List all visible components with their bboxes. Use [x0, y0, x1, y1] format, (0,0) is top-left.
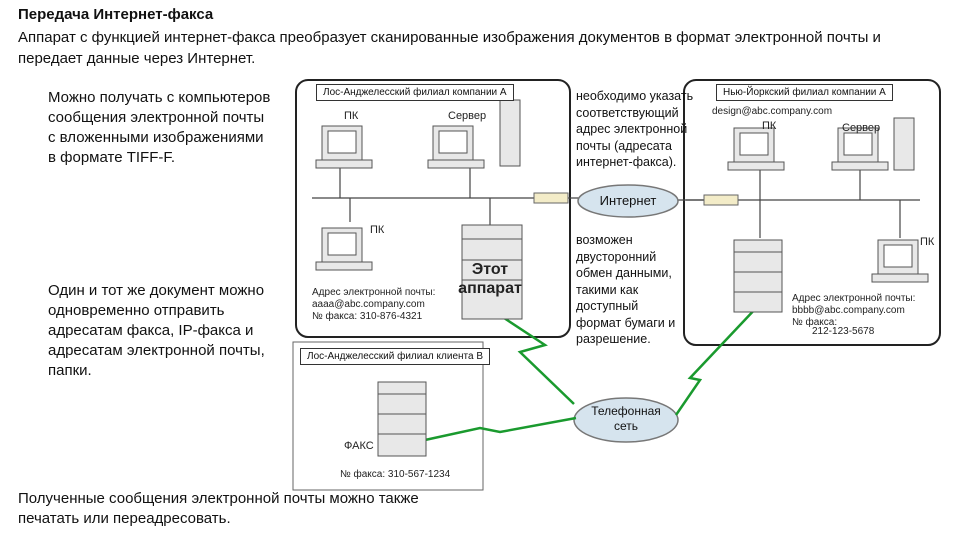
- la-email: aaaa@abc.company.com: [312, 299, 425, 310]
- phone-network-cloud: [573, 397, 679, 443]
- receive-description: Можно получать с компьютеров сообщения э…: [48, 89, 271, 166]
- intro-text: Аппарат с функцией интернет-факса преобр…: [18, 29, 881, 67]
- internet-label: Интернет: [599, 193, 657, 208]
- ny-branch-label: Нью-Йоркский филиал компании А: [716, 84, 893, 101]
- ny-fax-number: 212-123-5678: [812, 326, 875, 337]
- this-apparatus-device: [461, 224, 523, 320]
- this-apparatus-label: Этот аппарат: [458, 261, 522, 297]
- la-pc2-label: ПК: [370, 224, 385, 236]
- ny-server: [831, 117, 915, 171]
- client-b-fax-label: ФАКС: [344, 440, 374, 452]
- ny-email-top: design@abc.company.com: [712, 106, 833, 117]
- la-address-line: Адрес электронной почты:: [312, 287, 436, 298]
- la-branch-label: Лос-Анджелесский филиал компании А: [316, 84, 514, 101]
- ny-email: bbbb@abc.company.com: [792, 305, 905, 316]
- client-b-fax-number: № факса: 310-567-1234: [340, 469, 451, 480]
- send-description: Один и тот же документ можно одновременн…: [48, 282, 265, 379]
- ny-fax-line: № факса:: [792, 317, 838, 328]
- internet-cloud: [577, 184, 679, 218]
- print-description: Полученные сообщения электронной почты м…: [18, 490, 419, 527]
- address-note: необходимо указать соответствующий адрес…: [576, 89, 694, 169]
- client-b-fax-device: [377, 381, 427, 457]
- ny-pc2-label: ПК: [920, 236, 935, 248]
- ny-pc-2: [871, 239, 929, 283]
- ny-fax-device: [733, 239, 783, 313]
- ny-address-line: Адрес электронной почты:: [792, 293, 916, 304]
- page-title: Передача Интернет-факса: [18, 6, 214, 23]
- ny-pc1-label: ПК: [762, 120, 777, 132]
- client-b-branch-label: Лос-Анджелесский филиал клиента В: [300, 348, 491, 365]
- ny-server-label: Сервер: [842, 122, 881, 134]
- la-pc1-label: ПК: [344, 110, 359, 122]
- la-pc-2: [315, 227, 373, 271]
- la-server-label: Сервер: [448, 110, 487, 122]
- ny-pc-1: [727, 127, 785, 171]
- la-pc-1: [315, 125, 373, 169]
- la-server: [427, 99, 521, 169]
- la-fax-number: № факса: 310-876-4321: [312, 311, 423, 322]
- duplex-note: возможен двусторонний обмен данными, так…: [576, 233, 676, 346]
- phone-lines: [424, 305, 759, 442]
- la-lan-lines: [312, 168, 568, 225]
- phone-network-label: Телефонная сеть: [591, 404, 661, 433]
